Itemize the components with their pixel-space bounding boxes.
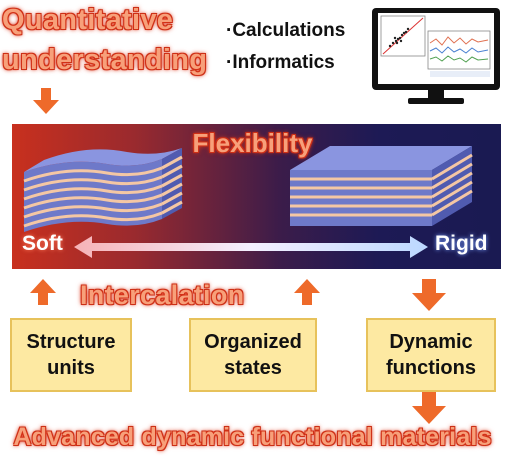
soft-label: Soft (22, 232, 63, 255)
bullet-informatics: ·Informatics (226, 52, 335, 73)
flexible-layer-slab (23, 148, 183, 232)
up-arrow-icon (30, 279, 56, 305)
down-arrow-icon (412, 392, 446, 424)
box-line1: Structure (26, 331, 116, 353)
monitor-icon (372, 8, 500, 104)
box-line2: units (47, 357, 95, 379)
up-arrow-icon (294, 279, 320, 305)
box-line2: states (224, 357, 282, 379)
organized-states-box: Organized states (189, 318, 317, 392)
dynamic-functions-box: Dynamic functions (366, 318, 496, 392)
footer-conclusion: Advanced dynamic functional materials (13, 423, 492, 451)
header-title-line2: understanding (2, 44, 208, 76)
intercalation-label: Intercalation (80, 280, 245, 310)
flexibility-panel (12, 124, 501, 269)
box-line1: Organized (204, 331, 302, 353)
rigid-layer-slab (290, 146, 473, 226)
down-arrow-icon (412, 279, 446, 311)
bullet-calculations: ·Calculations (226, 20, 346, 41)
header-title-line1: Quantitative (2, 4, 174, 36)
structure-units-box: Structure units (10, 318, 132, 392)
soft-rigid-double-arrow (74, 236, 428, 258)
flexibility-label: Flexibility (192, 128, 313, 158)
down-arrow-icon (33, 88, 59, 114)
box-line1: Dynamic (389, 331, 473, 353)
box-line2: functions (386, 357, 476, 379)
rigid-label: Rigid (435, 232, 488, 255)
